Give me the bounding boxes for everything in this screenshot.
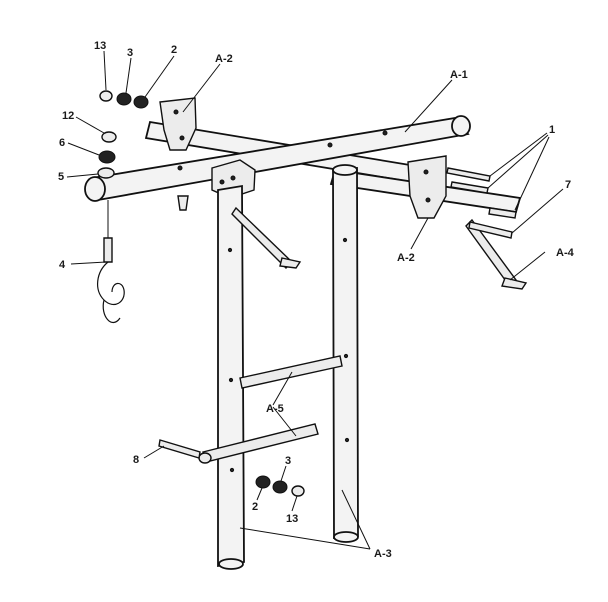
callout-a3: A-3 xyxy=(374,548,392,560)
callout-3-top: 3 xyxy=(127,47,133,59)
callout-a5: A-5 xyxy=(266,403,284,415)
callout-6: 6 xyxy=(59,137,65,149)
callout-a2-right: A-2 xyxy=(397,252,415,264)
bolts-part-1 xyxy=(446,167,517,219)
left-leg-a3 xyxy=(217,184,245,570)
callout-12: 12 xyxy=(62,110,74,122)
callout-1: 1 xyxy=(549,124,555,136)
callout-a4: A-4 xyxy=(556,247,575,259)
top-bar-a1 xyxy=(84,115,471,202)
callout-4: 4 xyxy=(59,259,66,271)
callout-13-top: 13 xyxy=(94,40,106,52)
hardware-stack-left xyxy=(97,131,117,179)
callout-5: 5 xyxy=(58,171,64,183)
bracket-a2-top xyxy=(159,97,197,151)
right-leg-a3 xyxy=(332,164,359,543)
bracket-a2-right xyxy=(407,155,447,219)
callout-labels: 13 3 2 A-2 A-1 12 6 5 1 7 A-2 A-4 4 A-5 … xyxy=(58,40,575,560)
callout-2-bottom: 2 xyxy=(252,501,258,513)
hook-part-4 xyxy=(97,200,125,324)
bolt-part-7 xyxy=(468,221,513,239)
callout-2-top: 2 xyxy=(171,44,177,56)
hardware-stack-bottom xyxy=(158,439,305,497)
cross-braces-a5 xyxy=(198,355,343,464)
center-fastener xyxy=(177,195,189,211)
leader-lines xyxy=(66,50,564,550)
callout-7: 7 xyxy=(565,179,571,191)
callout-13-bottom: 13 xyxy=(286,513,298,525)
hardware-stack-top-left xyxy=(99,90,149,109)
diagonal-legs-a4 xyxy=(231,206,528,290)
callout-a1: A-1 xyxy=(450,69,468,81)
callout-a2-top: A-2 xyxy=(215,53,233,65)
callout-8: 8 xyxy=(133,454,139,466)
callout-3-bottom: 3 xyxy=(285,455,291,467)
